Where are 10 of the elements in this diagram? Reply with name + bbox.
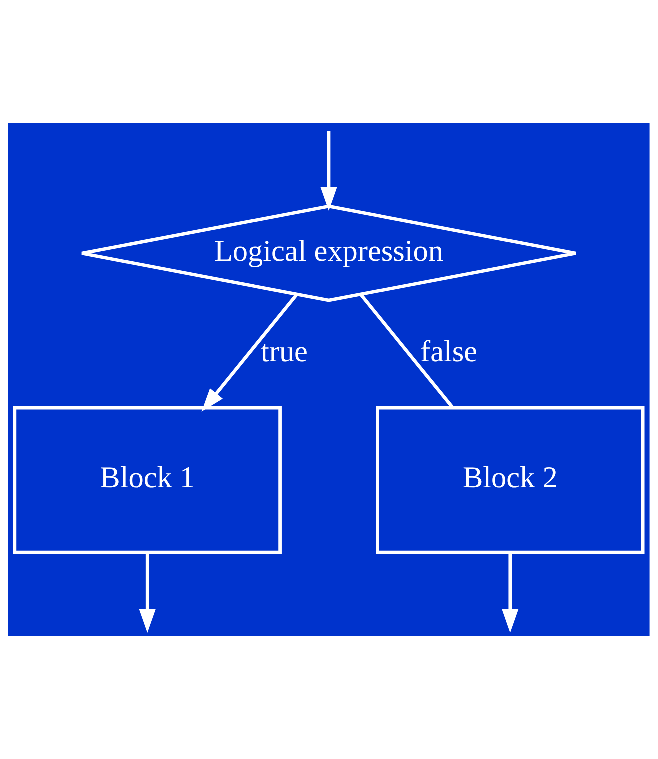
- edge-label: true: [261, 334, 308, 369]
- edge-label: false: [420, 334, 478, 369]
- arrow: [139, 552, 156, 634]
- connector: [360, 294, 454, 410]
- node-box: Block 1: [13, 406, 282, 554]
- arrow: [502, 552, 519, 634]
- arrow: [202, 294, 298, 412]
- arrow: [320, 131, 338, 212]
- node-diamond: Logical expression: [80, 204, 578, 302]
- node-box: Block 2: [376, 406, 645, 554]
